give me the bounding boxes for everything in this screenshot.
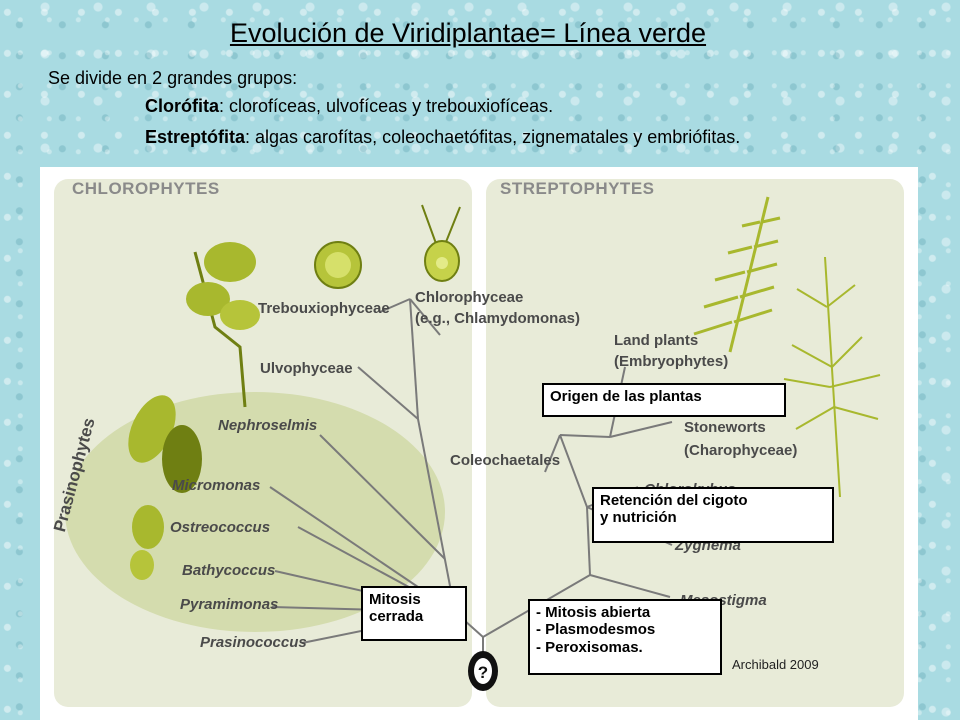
chlorophyceae-cell xyxy=(421,204,461,282)
pyramimonas-label: Pyramimonas xyxy=(180,596,279,613)
branch-strepto-upper xyxy=(559,434,588,508)
horsetail-plant xyxy=(783,256,881,498)
branch-mesostigma xyxy=(589,574,671,598)
streptophytes-heading: STREPTOPHYTES xyxy=(500,179,655,198)
group-name: Clorófita xyxy=(145,96,219,116)
group-chlorophyta: Clorófita: clorofíceas, ulvofíceas y tre… xyxy=(145,96,553,117)
group-name: Estreptófita xyxy=(145,127,246,147)
trebouxiophyceae-cell xyxy=(314,241,362,289)
branch-chlorophyceae xyxy=(409,298,441,336)
origin-plants-text: Origen de las plantas xyxy=(550,388,702,405)
branch-strepto-top xyxy=(559,434,611,438)
chlorophytes-heading: CHLOROPHYTES xyxy=(72,179,220,198)
ostreococcus-label: Ostreococcus xyxy=(170,519,271,536)
branch-nephroselmis xyxy=(319,434,446,560)
closed-mitosis-line-2: cerrada xyxy=(369,608,424,626)
phylogeny-figure: ? CHLOROPHYTES STREPTOPHYTES Prasinophyt… xyxy=(40,167,918,720)
open-mitosis-line-2: - Plasmodesmos xyxy=(536,621,656,639)
zygote-line-2: y nutrición xyxy=(600,509,677,527)
micromonas-label: Micromonas xyxy=(172,477,261,494)
closed-mitosis-box: Mitosis cerrada xyxy=(361,586,467,641)
ulvophyceae-acetabularia xyxy=(186,242,260,408)
prasinophyte-cells xyxy=(128,395,202,580)
open-mitosis-line-3: - Peroxisomas. xyxy=(536,638,643,656)
chlorophyceae-label: Chlorophyceae xyxy=(415,289,524,306)
phylogeny-tree-svg: ? xyxy=(54,179,904,707)
group-desc: : clorofíceas, ulvofíceas y trebouxiofíc… xyxy=(219,96,554,116)
root-question-mark: ? xyxy=(478,663,488,682)
group-desc: : algas carofítas, coleochaetófitas, zig… xyxy=(245,127,741,147)
fern-frond xyxy=(693,196,781,353)
branch-chloro-crown xyxy=(409,298,419,420)
origin-plants-box: Origen de las plantas xyxy=(542,383,786,417)
branch-coleochaetales xyxy=(544,434,561,473)
open-mitosis-line-1: - Mitosis abierta xyxy=(536,604,651,621)
land-plants-label: Land plants xyxy=(614,332,699,349)
group-streptophyta: Estreptófita: algas carofítas, coleochae… xyxy=(145,127,740,148)
root-marker: ? xyxy=(468,651,498,691)
ulvophyceae-label: Ulvophyceae xyxy=(260,360,353,377)
closed-mitosis-line-1: Mitosis xyxy=(369,591,421,608)
zygote-retention-box: Retención del cigoto y nutrición xyxy=(592,487,834,543)
branch-trebouxiophyceae xyxy=(379,298,411,313)
charophyceae-label: (Charophyceae) xyxy=(684,442,798,459)
branch-strepto-core xyxy=(586,506,591,576)
branch-chloro-core xyxy=(417,418,456,613)
embryophytes-label: (Embryophytes) xyxy=(614,353,729,370)
branch-stoneworts xyxy=(609,421,673,438)
branch-ulvophyceae xyxy=(357,366,419,420)
chlamydomonas-label: (e.g., Chlamydomonas) xyxy=(415,310,581,327)
slide-title: Evolución de Viridiplantae= Línea verde xyxy=(229,18,707,48)
prasinococcus-label: Prasinococcus xyxy=(200,634,307,651)
coleochaetales-label: Coleochaetales xyxy=(450,452,561,469)
open-mitosis-box: - Mitosis abierta - Plasmodesmos - Perox… xyxy=(528,599,722,675)
bathycoccus-label: Bathycoccus xyxy=(182,562,276,579)
figure-credit: Archibald 2009 xyxy=(732,657,819,672)
trebouxiophyceae-label: Trebouxiophyceae xyxy=(258,300,390,317)
nephroselmis-label: Nephroselmis xyxy=(218,417,318,434)
zygote-line-1: Retención del cigoto xyxy=(600,492,748,509)
stoneworts-label: Stoneworts xyxy=(684,419,766,436)
intro-text: Se divide en 2 grandes grupos: xyxy=(48,68,298,88)
